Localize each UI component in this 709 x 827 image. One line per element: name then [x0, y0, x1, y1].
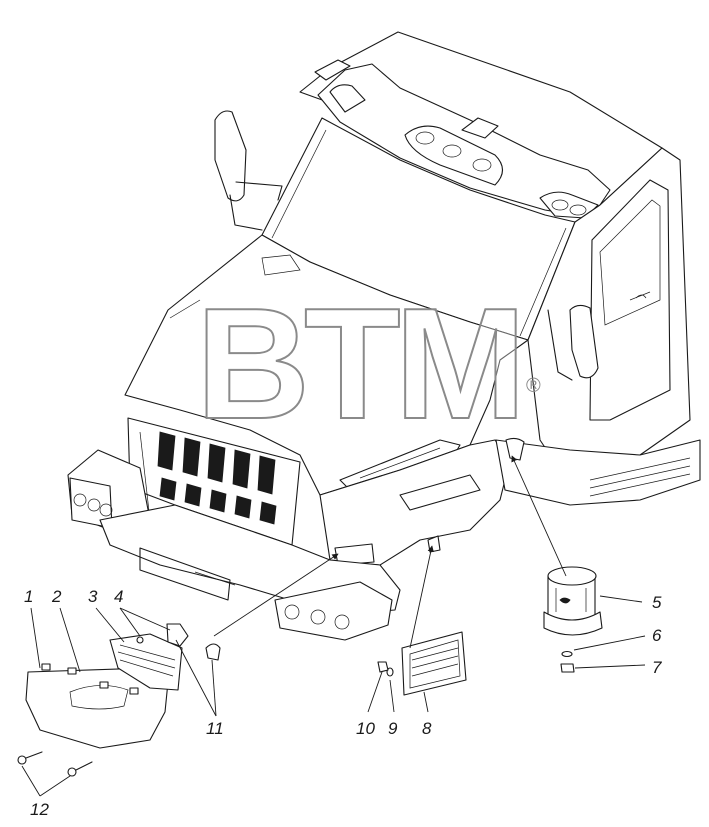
part-clip-11 — [205, 643, 221, 661]
leader-lines — [21, 455, 646, 797]
grille-slots — [157, 431, 277, 525]
watermark-registered-mark: ® — [526, 375, 541, 397]
callout-3: 3 — [88, 587, 98, 606]
callout-4: 4 — [114, 587, 123, 606]
callout-7: 7 — [652, 658, 662, 677]
part-beacon — [543, 566, 603, 636]
left-mirror — [214, 110, 247, 202]
watermark-text: BTM — [196, 276, 520, 452]
door — [589, 179, 671, 421]
right-mirror — [569, 304, 599, 379]
part-nut — [560, 663, 575, 673]
callout-9: 9 — [388, 719, 398, 738]
hood — [124, 234, 529, 496]
headlight-right — [274, 581, 393, 641]
cab-side — [527, 147, 691, 471]
part-screws — [17, 751, 93, 777]
part-side-lamp — [401, 631, 467, 696]
roof-lights-left — [329, 84, 366, 113]
truck-cab — [67, 31, 701, 641]
callout-11: 11 — [206, 719, 224, 738]
bumper — [99, 504, 401, 616]
part-washer — [561, 650, 573, 658]
callout-6: 6 — [652, 626, 662, 645]
step-board — [495, 439, 701, 506]
plate-holder — [139, 547, 231, 601]
callout-12: 12 — [30, 800, 49, 819]
callout-8: 8 — [422, 719, 432, 738]
callout-1: 1 — [24, 587, 33, 606]
callout-2: 2 — [51, 587, 62, 606]
callout-10: 10 — [356, 719, 375, 738]
part-grille-insert — [109, 633, 183, 691]
callout-5: 5 — [652, 593, 662, 612]
part-clip — [166, 623, 189, 647]
